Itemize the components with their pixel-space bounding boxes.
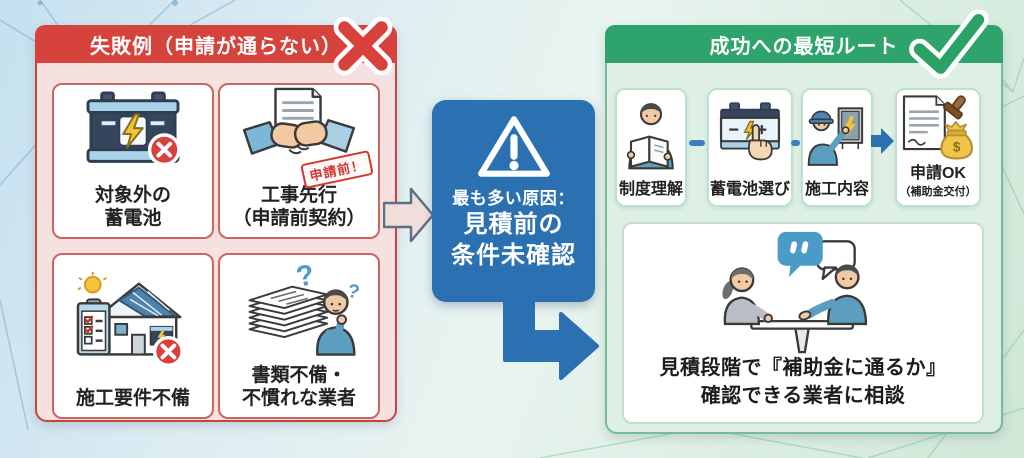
two-people-consulting-icon xyxy=(722,231,868,354)
svg-text:?: ? xyxy=(294,261,317,294)
battery-pointing-hand-icon xyxy=(709,90,791,181)
step-connector-1 xyxy=(689,140,705,146)
cause-line-1: 見積前の xyxy=(463,211,564,238)
worker-install-panel-icon xyxy=(803,90,871,181)
failure-card-documents-label: 書類不備・ 不慣れな業者 xyxy=(241,364,356,409)
failure-card-battery: 対象外の 蓄電池 xyxy=(52,83,214,239)
step-sublabel-subsidy-granted: （補助金交付） xyxy=(899,186,977,198)
step-label-installation: 施工内容 xyxy=(804,180,869,198)
failure-card-requirements: 施工要件不備 xyxy=(52,253,214,419)
car-battery-x-icon xyxy=(54,85,212,184)
step-card-installation: 施工内容 xyxy=(801,88,873,207)
cause-heading: 最も多い原因： xyxy=(452,189,575,208)
paper-stack-confused-person-icon: ? ? xyxy=(220,255,378,364)
failure-card-contract: 申請前！ 工事先行 （申請前契約） xyxy=(218,83,380,239)
house-solar-checklist-x-icon xyxy=(54,255,212,387)
step-card-application-ok: $ 申請OK （補助金交付） xyxy=(895,88,981,207)
failure-card-battery-label: 対象外の 蓄電池 xyxy=(94,184,171,229)
svg-text:?: ? xyxy=(345,280,361,304)
failure-card-requirements-label: 施工要件不備 xyxy=(75,387,190,409)
check-mark-icon xyxy=(909,9,989,79)
failure-card-contract-label: 工事先行 （申請前契約） xyxy=(232,184,366,229)
failure-to-cause-arrow xyxy=(383,187,435,243)
success-header: 成功への最短ルート xyxy=(605,25,1003,63)
failure-panel: 失敗例（申請が通らない） xyxy=(35,16,397,422)
cause-to-success-arrow xyxy=(503,296,599,380)
cause-line-2: 条件未確認 xyxy=(451,242,576,270)
step-card-choose-battery: 蓄電池選び xyxy=(707,88,793,207)
step-connector-2 xyxy=(791,140,800,146)
handshake-contract-icon: 申請前！ xyxy=(220,85,378,189)
step-card-understand: 制度理解 xyxy=(615,88,687,207)
warning-triangle-icon xyxy=(477,116,550,177)
success-panel: 成功への最短ルート 制度理解 xyxy=(605,9,1003,434)
success-title: 成功への最短ルート xyxy=(709,35,899,58)
step-label-choose-battery: 蓄電池選び xyxy=(709,180,790,198)
document-stamp-money-bag-icon: $ xyxy=(897,90,979,165)
failure-card-documents: ? ? xyxy=(218,253,380,419)
x-mark-icon xyxy=(333,16,393,76)
failure-title: 失敗例（申請が通らない） xyxy=(90,35,342,58)
step-label-understand: 制度理解 xyxy=(618,180,683,198)
svg-text:$: $ xyxy=(953,140,961,155)
advice-text: 見積段階で『補助金に通るか』 確認できる業者に相談 xyxy=(659,357,947,407)
step-arrow-icon xyxy=(871,128,894,154)
person-reading-icon xyxy=(617,90,685,181)
advice-box: 見積段階で『補助金に通るか』 確認できる業者に相談 xyxy=(622,222,984,424)
cause-box: 最も多い原因： 見積前の 条件未確認 xyxy=(432,100,595,302)
step-label-application-ok: 申請OK xyxy=(909,164,966,182)
